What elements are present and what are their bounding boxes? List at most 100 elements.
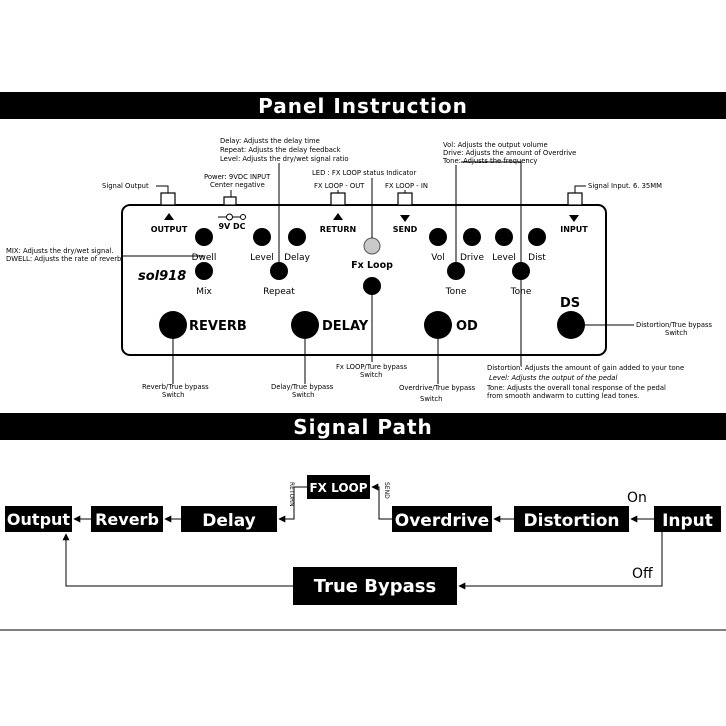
ds-level-knob[interactable] xyxy=(495,228,513,246)
callout-delay-time: Delay: Adjusts the delay time xyxy=(220,137,320,145)
ds-footswitch[interactable] xyxy=(557,311,585,339)
callout-delay-switch-1: Delay/True bypass xyxy=(271,383,334,391)
power-jack-icon xyxy=(218,213,246,221)
tone-callout-leader xyxy=(461,161,522,262)
input-jack-label: INPUT xyxy=(560,225,588,234)
signal-output-leader xyxy=(156,185,169,193)
overdrive-to-fx-send-arrow xyxy=(371,483,392,520)
callout-dist-2: Level: Adjusts the output of the pedal xyxy=(489,374,617,382)
input-arrow-icon xyxy=(569,215,579,222)
callout-mix: MIX: Adjusts the dry/wet signal. xyxy=(6,247,114,255)
overdrive-block xyxy=(392,506,492,532)
vol-knob[interactable] xyxy=(429,228,447,246)
output-arrow-icon xyxy=(164,213,174,220)
drive-label: Drive xyxy=(460,253,484,263)
signal-input-leader xyxy=(574,185,586,193)
distortion-block-label: Distortion xyxy=(524,511,620,531)
repeat-label: Repeat xyxy=(263,287,295,297)
callout-od-switch-1: Overdrive/True bypass xyxy=(399,384,476,392)
input-block-label: Input xyxy=(662,511,713,531)
vol-label: Vol xyxy=(431,253,444,263)
fx-loop-block-label: FX LOOP xyxy=(309,481,367,495)
callout-dist-1: Distortion: Adjusts the amount of gain a… xyxy=(487,364,684,372)
callout-level: Level: Adjusts the dry/wet signal ratio xyxy=(220,155,349,163)
dwell-label: Dwell xyxy=(192,253,217,263)
fx-loop-block xyxy=(307,475,370,499)
od-tone-label: Tone xyxy=(445,287,467,297)
callout-signal-input: Signal Input. 6. 35MM xyxy=(588,182,662,190)
distortion-block xyxy=(514,506,629,532)
true-bypass-block xyxy=(293,567,457,605)
delay-time-knob[interactable] xyxy=(288,228,306,246)
send-label: SEND xyxy=(383,482,390,499)
delay-level-knob[interactable] xyxy=(253,228,271,246)
fx-loop-label: Fx Loop xyxy=(351,260,393,271)
dwell-knob[interactable] xyxy=(195,228,213,246)
output-jack-tab xyxy=(160,192,176,206)
callout-led: LED : FX LOOP status Indicator xyxy=(312,169,416,177)
reverb-footswitch[interactable] xyxy=(159,311,187,339)
delay-block-label: Delay xyxy=(202,511,256,531)
drive-knob[interactable] xyxy=(463,228,481,246)
true-bypass-block-label: True Bypass xyxy=(314,576,436,597)
callout-repeat: Repeat: Adjusts the delay feedback xyxy=(220,146,341,154)
input-block xyxy=(654,506,721,532)
panel-instruction-heading: Panel Instruction xyxy=(0,92,726,119)
on-label: On xyxy=(627,490,647,506)
output-block xyxy=(5,506,72,532)
callout-fx-out: FX LOOP - OUT xyxy=(314,182,365,190)
return-arrow-icon xyxy=(333,213,343,220)
send-jack-label: SEND xyxy=(393,225,418,234)
reverb-block xyxy=(91,506,163,532)
input-jack-tab xyxy=(567,192,583,206)
power-jack-label: 9V DC xyxy=(218,222,245,231)
mix-knob[interactable] xyxy=(195,262,213,280)
pedal-enclosure xyxy=(121,204,607,356)
callout-od-switch-2: Switch xyxy=(420,395,442,403)
delay-level-label: Level xyxy=(250,253,274,263)
dist-knob[interactable] xyxy=(528,228,546,246)
callout-fx-in: FX LOOP - IN xyxy=(385,182,428,190)
callout-vol: Vol: Adjusts the output volume xyxy=(443,141,548,149)
reverb-block-label: Reverb xyxy=(95,510,159,529)
fx-loop-led xyxy=(363,237,381,255)
delay-time-label: Delay xyxy=(284,253,310,263)
fx-loop-switch[interactable] xyxy=(363,277,381,295)
callout-tone-od: Tone: Adjusts the frequency xyxy=(442,157,537,165)
send-arrow-icon xyxy=(400,215,410,222)
callout-dist-4: from smooth andwarm to cutting lead tone… xyxy=(487,392,639,400)
callout-distortion-switch-2: Switch xyxy=(665,329,687,337)
delay-footswitch[interactable] xyxy=(291,311,319,339)
callout-reverb-switch-2: Switch xyxy=(162,391,184,399)
callout-reverb-switch-1: Reverb/True bypass xyxy=(142,383,209,391)
callout-dist-3: Tone: Adjusts the overall tonal response… xyxy=(486,384,666,392)
delay-block xyxy=(181,506,277,532)
callout-power-2: Center negative xyxy=(210,181,265,189)
fx-return-to-delay-arrow xyxy=(278,486,307,523)
callout-delay-switch-2: Switch xyxy=(292,391,314,399)
return-label: RETURN xyxy=(288,482,295,507)
ds-level-label: Level xyxy=(492,253,516,263)
callout-signal-output: Signal Output xyxy=(102,182,149,190)
callout-power-1: Power: 9VDC INPUT xyxy=(204,173,271,181)
off-label: Off xyxy=(632,566,653,582)
od-footswitch[interactable] xyxy=(424,311,452,339)
brand-logo: sol918 xyxy=(138,269,186,284)
callout-dwell: DWELL: Adjusts the rate of reverb xyxy=(6,255,121,263)
ds-tone-knob[interactable] xyxy=(512,262,530,280)
repeat-knob[interactable] xyxy=(270,262,288,280)
callout-distortion-switch-1: Distortion/True bypass xyxy=(636,321,713,329)
od-tone-knob[interactable] xyxy=(447,262,465,280)
overdrive-block-label: Overdrive xyxy=(395,511,489,531)
power-jack-tab xyxy=(223,196,237,206)
signal-path-heading: Signal Path xyxy=(0,413,726,440)
reverb-switch-label: REVERB xyxy=(189,319,247,334)
callout-fx-switch-1: Fx LOOP/Ture bypass xyxy=(336,363,407,371)
mix-label: Mix xyxy=(196,287,212,297)
bypass-to-output-arrow xyxy=(62,533,293,587)
return-jack-label: RETURN xyxy=(320,225,356,234)
callout-fx-switch-2: Switch xyxy=(360,371,382,379)
callout-drive: Drive: Adjusts the amount of Overdrive xyxy=(443,149,576,157)
delay-switch-label: DELAY xyxy=(322,319,369,334)
